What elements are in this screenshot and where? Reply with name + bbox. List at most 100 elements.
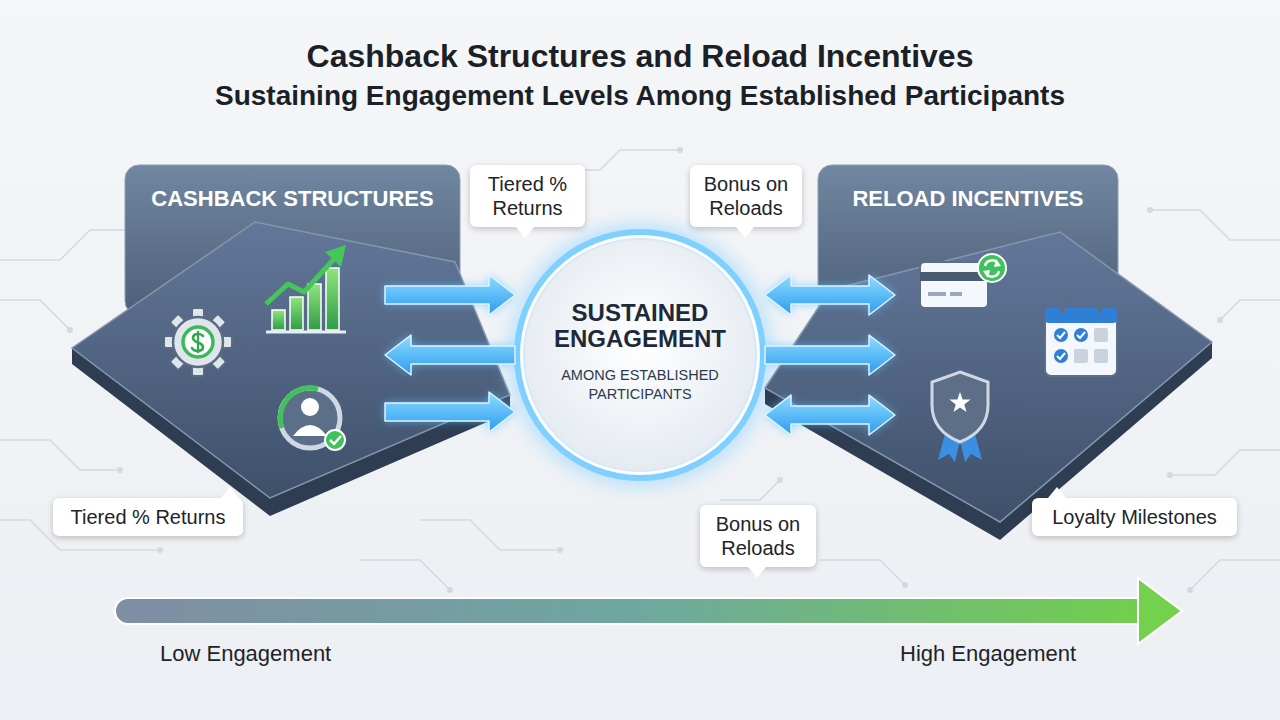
circuit-dots-part (447, 587, 453, 593)
member-icon-part (330, 436, 341, 444)
node-heading: SUSTAINED ENGAGEMENT (530, 300, 750, 353)
member-icon-part (280, 388, 318, 428)
gear-dollar-icon-part (183, 327, 213, 357)
growth-chart-icon-part (308, 284, 321, 330)
hub-ring (517, 232, 763, 478)
member-icon-part (280, 388, 340, 448)
reload-card-icon-part (994, 259, 1001, 267)
circuit-dots-part (1147, 207, 1153, 213)
scale-label: High Engagement (900, 641, 1200, 667)
flow-arrow-glow (385, 335, 515, 375)
callout-bubble: Bonus on Reloads (700, 505, 816, 567)
calendar-icon-part (1054, 328, 1068, 342)
flow-arrow-glow (765, 275, 895, 315)
reload-card-icon-part (983, 270, 990, 278)
reload-card-icon-part (920, 272, 988, 281)
flow-arrow-glow (385, 275, 515, 315)
callout-bubble: Tiered % Returns (470, 165, 585, 227)
circuit-dots-part (1187, 587, 1193, 593)
cashback-panel: CASHBACK STRUCTURES (70, 165, 385, 510)
flow-arrow (765, 335, 895, 375)
calendar-icon-part (1094, 328, 1108, 342)
node-heading: RELOAD INCENTIVES (818, 186, 1118, 212)
member-icon (280, 388, 345, 450)
growth-chart-icon-part (326, 268, 339, 330)
flow-arrow-body (765, 335, 895, 375)
calendar-icon-part (1060, 300, 1065, 313)
member-icon-part (325, 430, 345, 450)
circuit-lines-part (720, 480, 780, 500)
growth-chart-icon-part (325, 245, 346, 267)
calendar-icon-part (1045, 308, 1117, 323)
growth-chart-icon (266, 245, 346, 332)
calendar-icon-part (1045, 308, 1117, 376)
callout-bubble: Loyalty Milestones (1032, 498, 1237, 536)
circuit-dots-part (1167, 472, 1173, 478)
node-subtext: AMONG ESTABLISHED PARTICIPANTS (545, 366, 735, 404)
calendar-icon-part (1094, 349, 1108, 363)
calendar-icon-part (1057, 332, 1085, 359)
circuit-dots-part (1217, 317, 1223, 323)
panel-diamond (72, 222, 510, 498)
gear-dollar-icon-part (197, 331, 199, 353)
engagement-scale-arrow-part (115, 598, 1150, 624)
calendar-icon-part (1054, 349, 1068, 363)
flow-arrow-glow (765, 395, 895, 435)
hub-glow (508, 223, 772, 487)
flow-arrow-body (765, 395, 895, 435)
circuit-dots-part (157, 547, 163, 553)
reload-panel: RELOAD INCENTIVES (895, 165, 1215, 520)
callout-bubble: Bonus on Reloads (690, 165, 802, 227)
member-icon-part (293, 425, 327, 436)
circuit-dots-part (902, 582, 908, 588)
calendar-icon (1045, 300, 1117, 376)
circuit-lines-part (0, 440, 120, 470)
circuit-lines-part (1170, 450, 1280, 475)
panel-diamond (765, 232, 1212, 522)
flow-arrow-glow (385, 392, 515, 432)
circuit-lines-part (420, 520, 560, 550)
growth-chart-icon-part (266, 259, 334, 304)
reload-card-icon-part (985, 260, 998, 266)
circuit-lines-part (360, 560, 450, 590)
engagement-scale-arrow-part (1138, 578, 1182, 644)
growth-chart-icon-part (272, 310, 285, 330)
loyalty-badge-icon-part (932, 372, 988, 442)
hub-circle (524, 239, 756, 471)
gear-dollar-icon-part (170, 314, 188, 332)
flow-arrow-body (385, 335, 515, 375)
loyalty-badge-icon-part (950, 392, 971, 412)
reload-card-icon (920, 254, 1006, 308)
gear-dollar-icon-part (192, 334, 203, 351)
circuit-lines-part (0, 230, 140, 260)
calendar-icon-part (1074, 349, 1088, 363)
gear-dollar-icon-part (164, 336, 178, 348)
reload-card-icon-part (978, 254, 1006, 282)
loyalty-badge-icon-part (959, 430, 982, 462)
flow-arrow (765, 395, 895, 435)
flow-arrow-glow (765, 335, 895, 375)
gear-dollar-icon-part (170, 352, 188, 370)
circuit-lines-part (0, 300, 70, 330)
reload-card-icon-part (950, 292, 962, 296)
flow-arrow (765, 275, 895, 315)
circuit-dots-part (677, 147, 683, 153)
circuit-lines-part (1190, 560, 1280, 590)
loyalty-badge-icon-part (938, 430, 961, 462)
circuit-lines-part (820, 560, 905, 585)
circuit-dots-part (117, 467, 123, 473)
gear-dollar-icon-part (192, 308, 204, 322)
circuit-dots-part (67, 327, 73, 333)
diagram-subtitle: Sustaining Engagement Levels Among Estab… (0, 80, 1280, 112)
gear-dollar-icon (164, 308, 232, 376)
circuit-lines-part (1220, 300, 1280, 320)
gear-dollar-icon-part (208, 314, 226, 332)
calendar-icon-part (1097, 300, 1102, 313)
gear-dollar-icon-part (218, 336, 232, 348)
node-heading: CASHBACK STRUCTURES (125, 186, 460, 212)
flow-arrow-body (765, 275, 895, 315)
gear-dollar-icon-part (208, 352, 226, 370)
calendar-icon-part (1074, 328, 1088, 342)
circuit-lines-part (1150, 210, 1280, 240)
